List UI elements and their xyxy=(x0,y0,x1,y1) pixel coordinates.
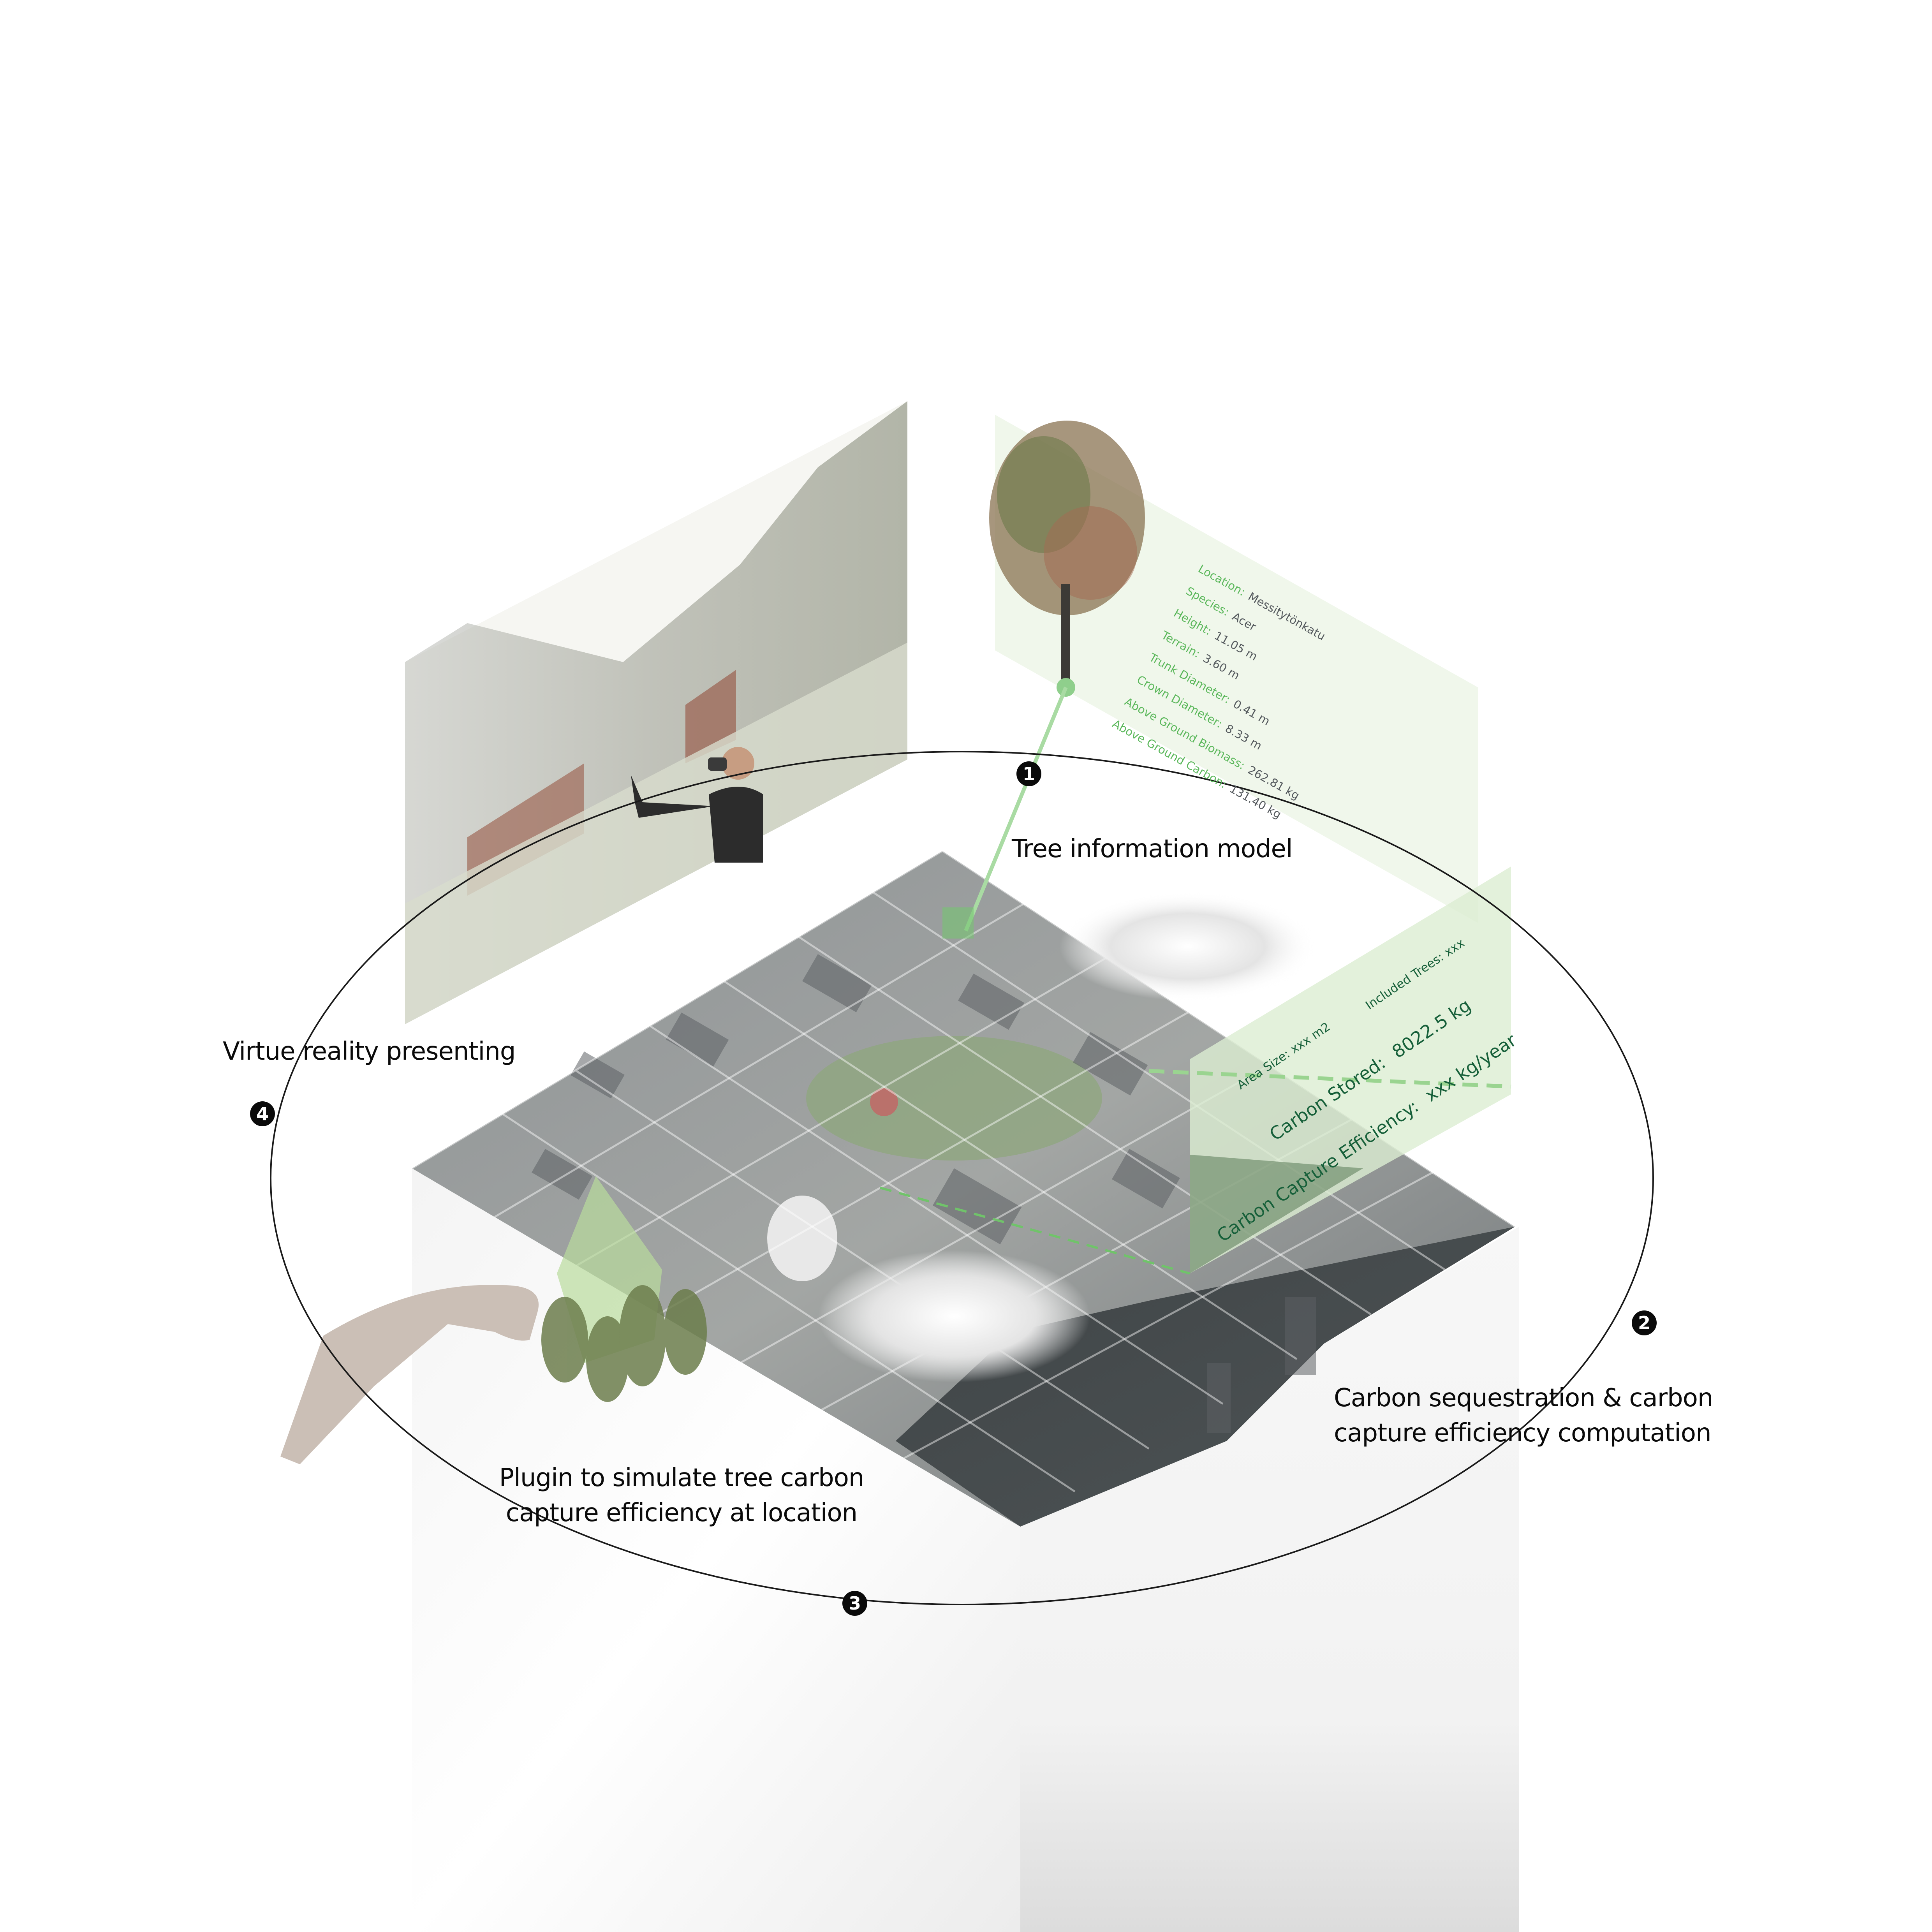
process-cycle-ellipse xyxy=(270,751,1654,1605)
step-1-badge: 1 xyxy=(1016,761,1041,786)
step-4-label: Virtue reality presenting xyxy=(223,1037,516,1066)
step-3-label-line-2: capture efficiency at location xyxy=(505,1499,858,1527)
step-3-label-line-1: Plugin to simulate tree carbon xyxy=(499,1464,865,1492)
area-info-panel xyxy=(880,866,1511,1275)
step-2-label-line-1: Carbon sequestration & carbon xyxy=(1334,1384,1713,1412)
step-3-label: Plugin to simulate tree carbon capture e… xyxy=(487,1460,876,1530)
step-3-badge: 3 xyxy=(842,1591,867,1616)
vr-user-figure xyxy=(631,747,763,863)
step-2-label: Carbon sequestration & carbon capture ef… xyxy=(1334,1381,1713,1451)
city-map xyxy=(411,850,1516,1527)
plugin-hand xyxy=(280,1176,707,1464)
tree-info-panel xyxy=(942,415,1478,939)
tree-pointcloud xyxy=(989,421,1145,685)
step-4-badge: 4 xyxy=(250,1101,275,1126)
vr-pointcloud-panel xyxy=(405,401,907,1024)
step-2-badge: 2 xyxy=(1632,1310,1657,1335)
step-1-label: Tree information model xyxy=(1012,835,1293,863)
step-2-label-line-2: capture efficiency computation xyxy=(1334,1419,1712,1448)
